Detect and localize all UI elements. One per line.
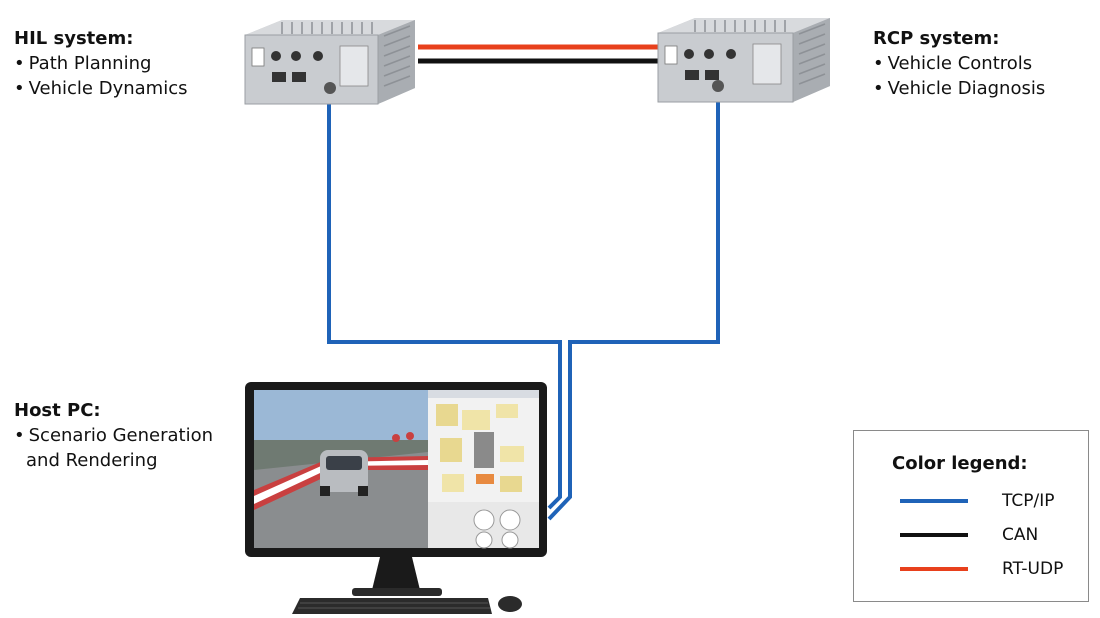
keyboard	[292, 598, 492, 614]
host-title: Host PC:	[14, 400, 101, 421]
hil-item-vehicle-dynamics: •Vehicle Dynamics	[14, 78, 188, 99]
tcp-link-rcp	[547, 96, 720, 521]
legend-swatch-rt-udp	[900, 567, 968, 571]
hil-device	[244, 20, 415, 105]
rcp-device	[657, 18, 830, 103]
legend-swatch-tcp-ip	[900, 499, 968, 503]
host-pc-monitor	[245, 382, 547, 596]
hil-item-path-planning: •Path Planning	[14, 53, 152, 74]
hil-title: HIL system:	[14, 28, 134, 49]
legend-entry-can: CAN	[900, 523, 1038, 547]
legend-entry-tcp-ip: TCP/IP	[900, 489, 1055, 513]
rcp-item-vehicle-diagnosis: •Vehicle Diagnosis	[873, 78, 1046, 99]
rcp-system-label: RCP system: •Vehicle Controls •Vehicle D…	[873, 26, 1045, 101]
legend-swatch-can	[900, 533, 968, 537]
legend-entry-rt-udp: RT-UDP	[900, 557, 1063, 581]
hil-system-label: HIL system: •Path Planning •Vehicle Dyna…	[14, 26, 187, 101]
rcp-item-vehicle-controls: •Vehicle Controls	[873, 53, 1033, 74]
color-legend: Color legend: TCP/IP CAN RT-UDP	[853, 430, 1089, 602]
tcp-link-hil	[327, 100, 562, 510]
rcp-title: RCP system:	[873, 28, 1000, 49]
legend-title: Color legend:	[892, 453, 1028, 474]
mouse	[498, 596, 522, 612]
